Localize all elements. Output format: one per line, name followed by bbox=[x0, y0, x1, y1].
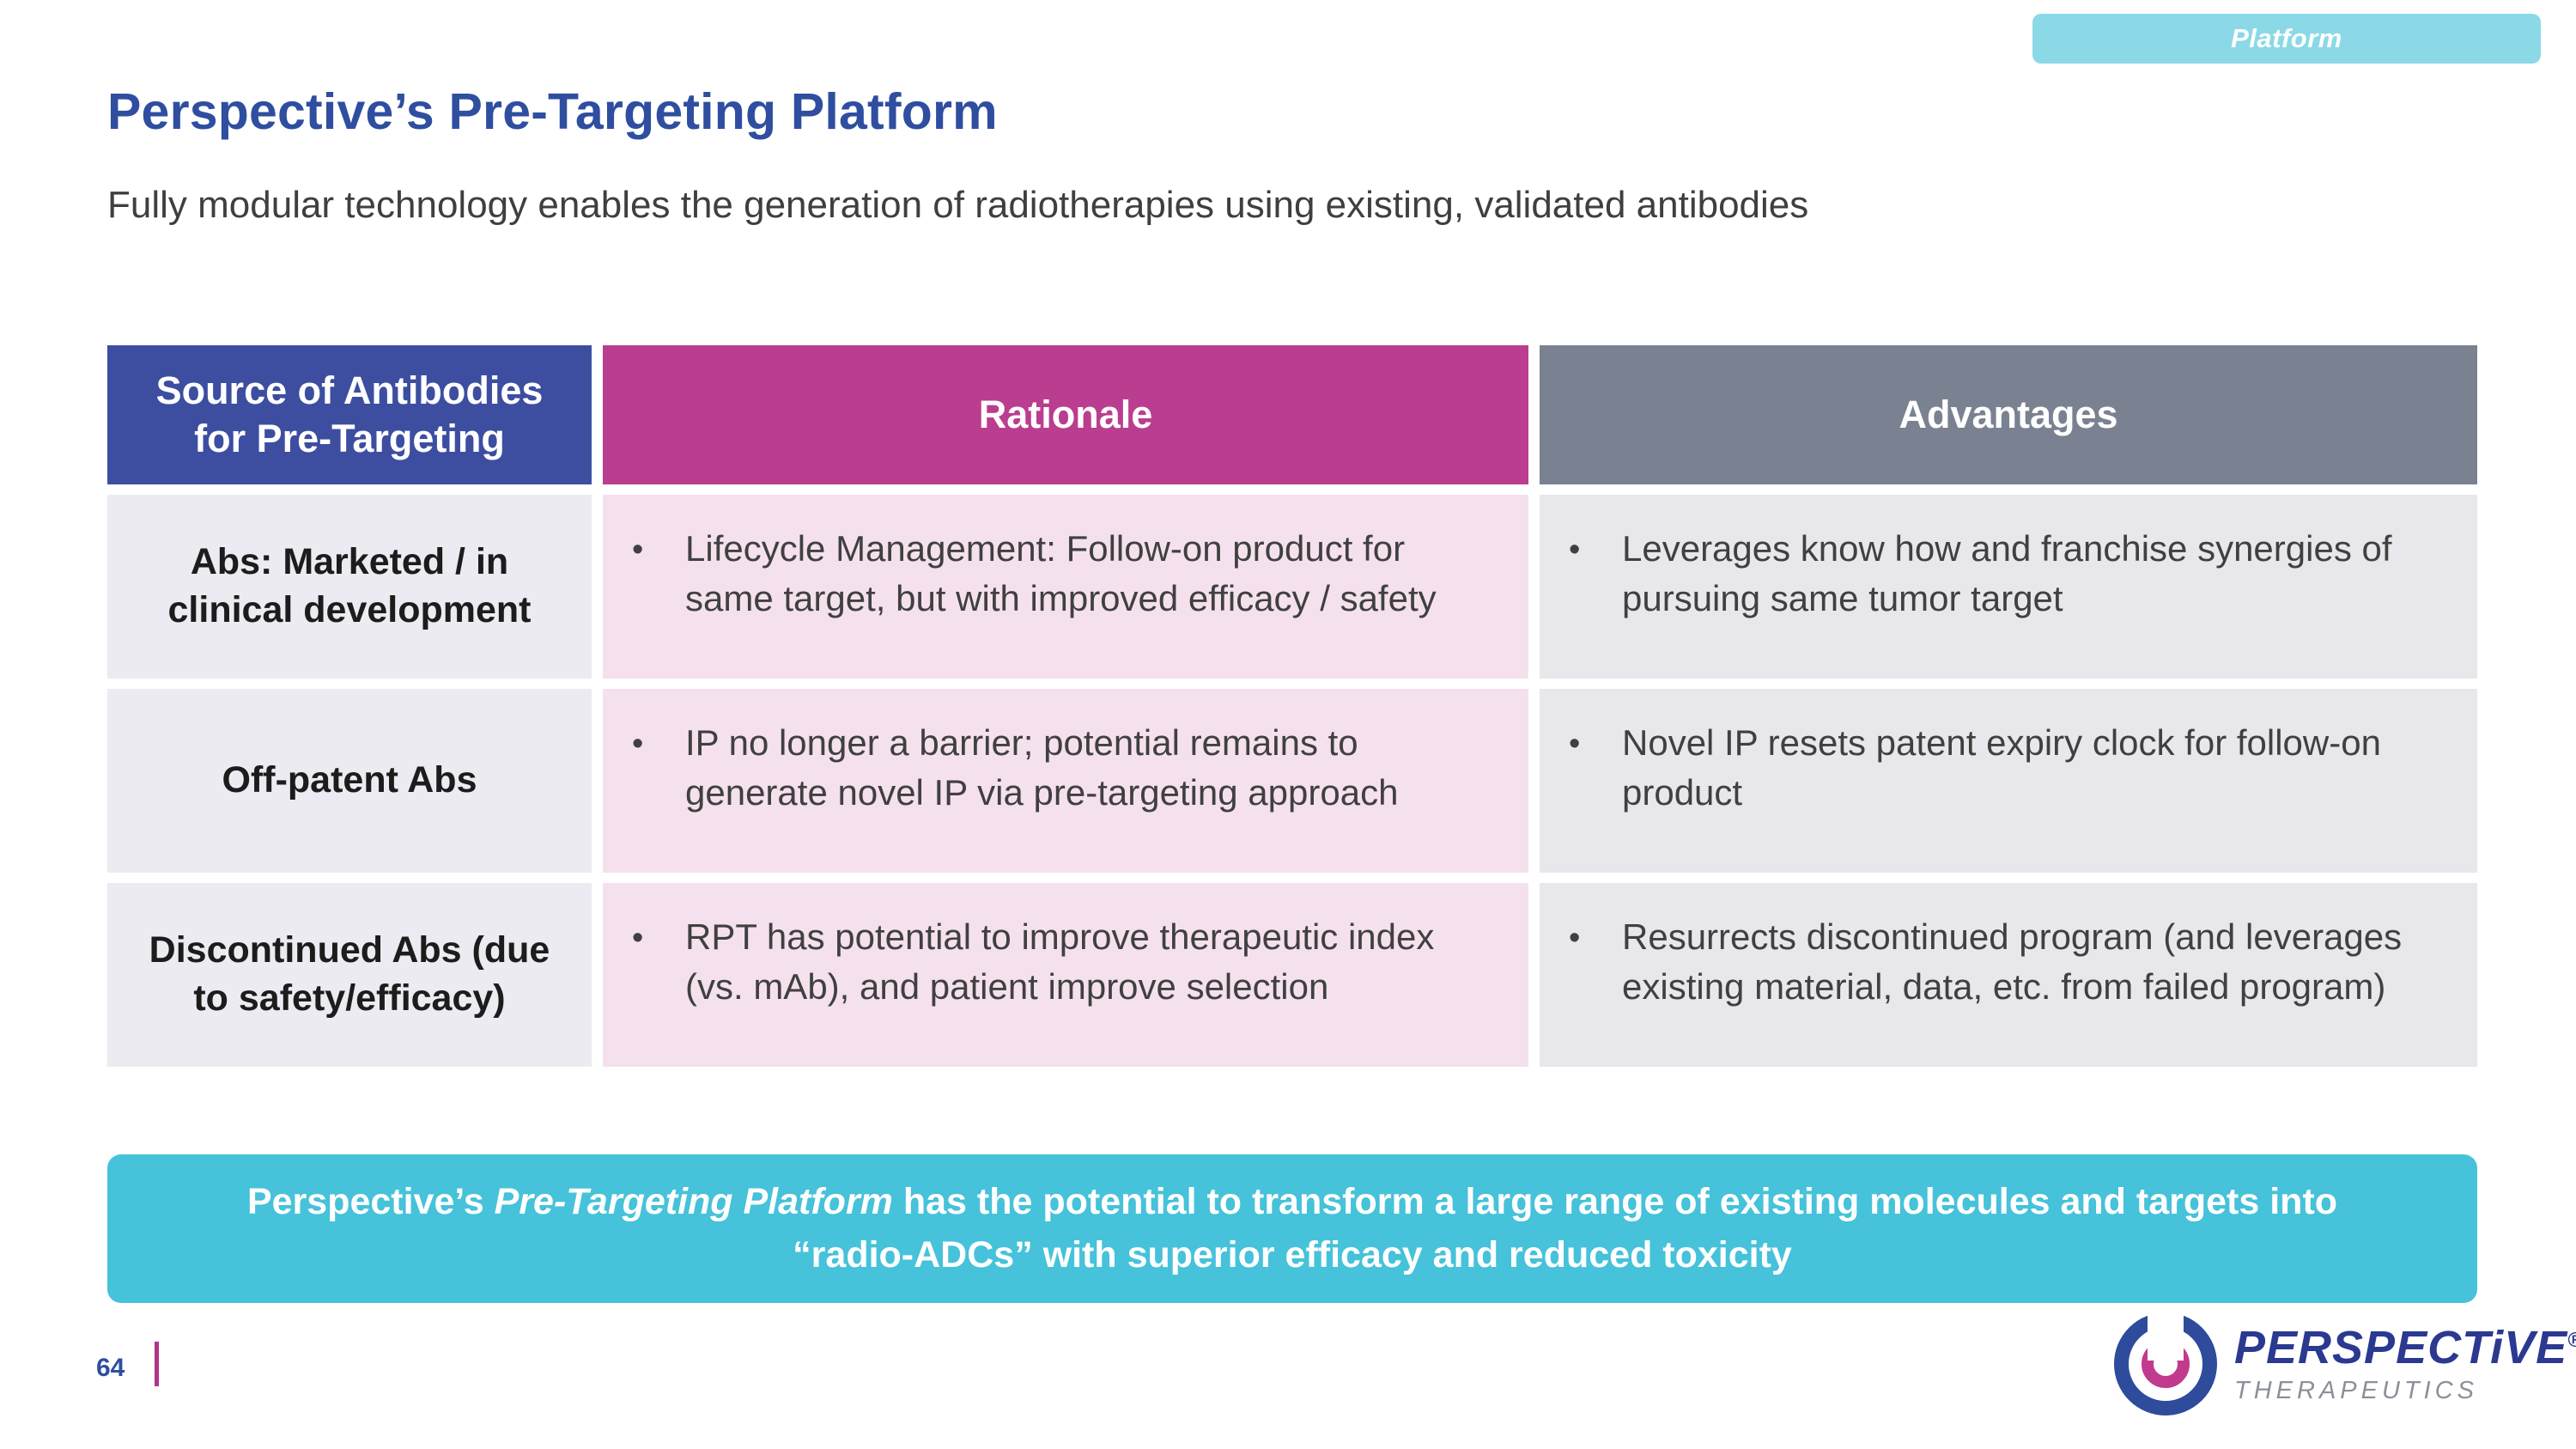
logo-subtitle: THERAPEUTICS bbox=[2234, 1377, 2478, 1405]
summary-suffix: has the potential to transform a large r… bbox=[793, 1181, 2338, 1276]
bullet-icon: • bbox=[632, 920, 644, 956]
logo-top-notch bbox=[2148, 1309, 2184, 1361]
rationale-cell: • Lifecycle Management: Follow-on produc… bbox=[603, 495, 1528, 679]
bullet-icon: • bbox=[632, 726, 644, 762]
company-logo: PERSPECTiVE® THERAPEUTICS bbox=[2114, 1309, 2576, 1416]
row-header-cell: Off-patent Abs bbox=[107, 689, 592, 873]
advantages-cell: • Resurrects discontinued program (and l… bbox=[1540, 883, 2477, 1067]
summary-banner: Perspective’s Pre-Targeting Platform has… bbox=[107, 1154, 2477, 1303]
row-header-cell: Abs: Marketed / in clinical development bbox=[107, 495, 592, 679]
row-header-label: Off-patent Abs bbox=[222, 759, 477, 801]
rationale-text: Lifecycle Management: Follow-on product … bbox=[685, 528, 1437, 618]
page-number: 64 bbox=[96, 1354, 125, 1382]
rationale-cell: • RPT has potential to improve therapeut… bbox=[603, 883, 1528, 1067]
column-header-source-label: Source of Antibodies for Pre-Targeting bbox=[155, 368, 544, 460]
page-title: Perspective’s Pre-Targeting Platform bbox=[107, 83, 998, 140]
column-header-source: Source of Antibodies for Pre-Targeting bbox=[107, 345, 592, 484]
rationale-text: RPT has potential to improve therapeutic… bbox=[685, 916, 1435, 1007]
column-header-advantages-label: Advantages bbox=[1899, 392, 2118, 436]
advantages-cell: • Leverages know how and franchise syner… bbox=[1540, 495, 2477, 679]
summary-emphasis: Pre-Targeting Platform bbox=[494, 1181, 893, 1222]
logo-wordmark: PERSPECTiVE® bbox=[2234, 1324, 2576, 1373]
antibody-source-table: Source of Antibodies for Pre-Targeting R… bbox=[107, 345, 2477, 1067]
platform-badge-label: Platform bbox=[2231, 23, 2342, 53]
platform-badge: Platform bbox=[2032, 14, 2541, 64]
row-header-cell: Discontinued Abs (due to safety/efficacy… bbox=[107, 883, 592, 1067]
registered-mark-icon: ® bbox=[2567, 1329, 2576, 1352]
bullet-icon: • bbox=[1569, 726, 1581, 762]
page-number-divider bbox=[155, 1342, 159, 1386]
advantages-text: Resurrects discontinued program (and lev… bbox=[1622, 916, 2403, 1007]
row-header-label: Abs: Marketed / in clinical development bbox=[167, 541, 532, 630]
rationale-cell: • IP no longer a barrier; potential rema… bbox=[603, 689, 1528, 873]
advantages-text: Novel IP resets patent expiry clock for … bbox=[1622, 722, 2381, 813]
column-header-advantages: Advantages bbox=[1540, 345, 2477, 484]
advantages-text: Leverages know how and franchise synergi… bbox=[1622, 528, 2392, 618]
bullet-icon: • bbox=[632, 532, 644, 568]
column-header-rationale: Rationale bbox=[603, 345, 1528, 484]
bullet-icon: • bbox=[1569, 532, 1581, 568]
advantages-cell: • Novel IP resets patent expiry clock fo… bbox=[1540, 689, 2477, 873]
row-header-label: Discontinued Abs (due to safety/efficacy… bbox=[149, 929, 550, 1019]
page-subtitle: Fully modular technology enables the gen… bbox=[107, 184, 1809, 226]
summary-banner-text: Perspective’s Pre-Targeting Platform has… bbox=[185, 1175, 2400, 1282]
summary-prefix: Perspective’s bbox=[246, 1181, 495, 1222]
rationale-text: IP no longer a barrier; potential remain… bbox=[685, 722, 1399, 813]
logo-wordmark-text: PERSPECTiVE bbox=[2234, 1322, 2568, 1374]
column-header-rationale-label: Rationale bbox=[978, 392, 1153, 436]
company-logo-icon bbox=[2114, 1309, 2217, 1416]
logo-text: PERSPECTiVE® THERAPEUTICS bbox=[2234, 1324, 2576, 1403]
bullet-icon: • bbox=[1569, 920, 1581, 956]
